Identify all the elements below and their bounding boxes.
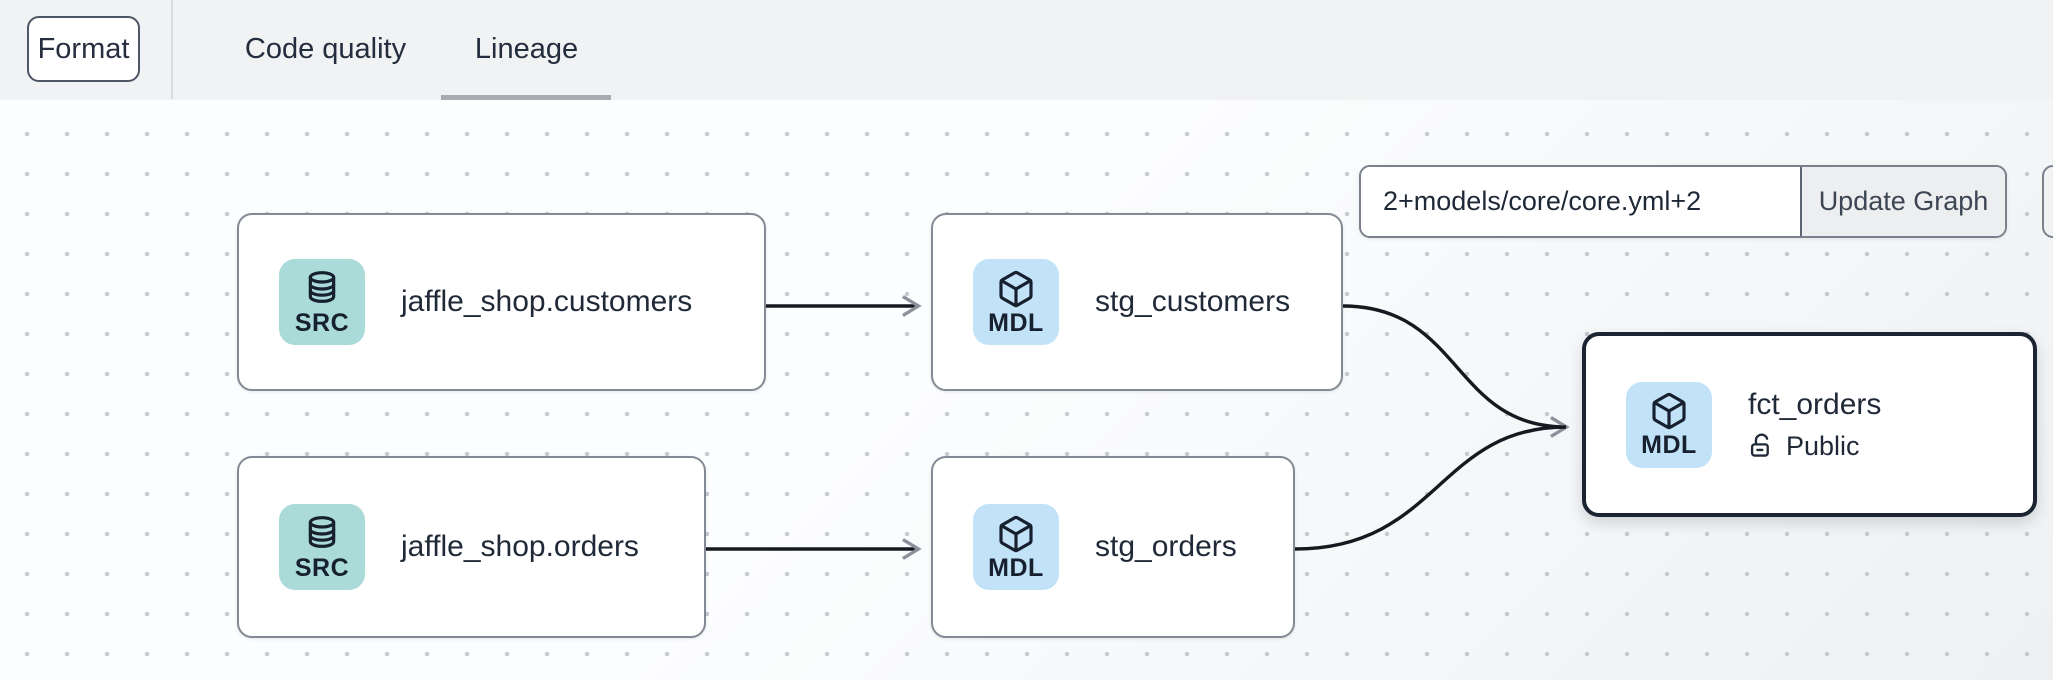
- tab-lineage[interactable]: Lineage: [474, 33, 579, 65]
- node-label: stg_customers: [1095, 285, 1291, 318]
- model-badge: MDL: [1626, 381, 1712, 468]
- node-source-jaffle-shop-customers[interactable]: SRC jaffle_shop.customers: [237, 213, 766, 391]
- node-model-fct-orders-selected[interactable]: MDL fct_orders Public: [1582, 332, 2037, 517]
- cube-icon: [1652, 392, 1686, 430]
- clipped-button[interactable]: [2042, 165, 2053, 238]
- node-label: fct_orders: [1748, 387, 1882, 421]
- lineage-edges: [706, 295, 1570, 560]
- toolbar: Format Code quality Lineage: [0, 0, 2053, 101]
- cube-icon: [999, 270, 1033, 307]
- node-label: jaffle_shop.customers: [401, 285, 693, 318]
- access-row: Public: [1748, 431, 1881, 462]
- model-badge: MDL: [973, 504, 1059, 590]
- node-source-jaffle-shop-orders[interactable]: SRC jaffle_shop.orders: [237, 456, 706, 638]
- source-badge: SRC: [279, 259, 365, 345]
- node-label: stg_orders: [1095, 530, 1237, 563]
- active-tab-underline: [441, 95, 611, 100]
- edge-stg-customers-to-fct-orders: [1342, 304, 1570, 438]
- badge-label: SRC: [294, 553, 350, 582]
- lineage-canvas[interactable]: SRC jaffle_shop.customers MDL stg_custom…: [0, 100, 2053, 680]
- format-button[interactable]: Format: [27, 16, 140, 82]
- access-label: Public: [1786, 430, 1860, 461]
- edge-stg-orders-to-fct-orders: [1294, 425, 1567, 551]
- node-model-stg-customers[interactable]: MDL stg_customers: [931, 213, 1343, 391]
- source-badge: SRC: [279, 504, 365, 590]
- tab-code-quality[interactable]: Code quality: [244, 33, 407, 65]
- database-icon: [308, 270, 336, 303]
- lineage-selector-input[interactable]: [1361, 167, 1800, 236]
- toolbar-divider: [171, 0, 173, 99]
- model-badge: MDL: [973, 259, 1059, 345]
- lineage-selector-group: Update Graph: [1359, 165, 2007, 238]
- badge-label: MDL: [1641, 431, 1697, 459]
- cube-icon: [999, 515, 1033, 552]
- badge-label: MDL: [988, 308, 1044, 337]
- lock-open-icon: [1750, 433, 1769, 457]
- node-label: jaffle_shop.orders: [401, 530, 639, 563]
- badge-label: SRC: [294, 308, 350, 337]
- update-graph-button[interactable]: Update Graph: [1800, 167, 2005, 236]
- node-model-stg-orders[interactable]: MDL stg_orders: [931, 456, 1295, 638]
- database-icon: [308, 515, 336, 548]
- badge-label: MDL: [988, 553, 1044, 582]
